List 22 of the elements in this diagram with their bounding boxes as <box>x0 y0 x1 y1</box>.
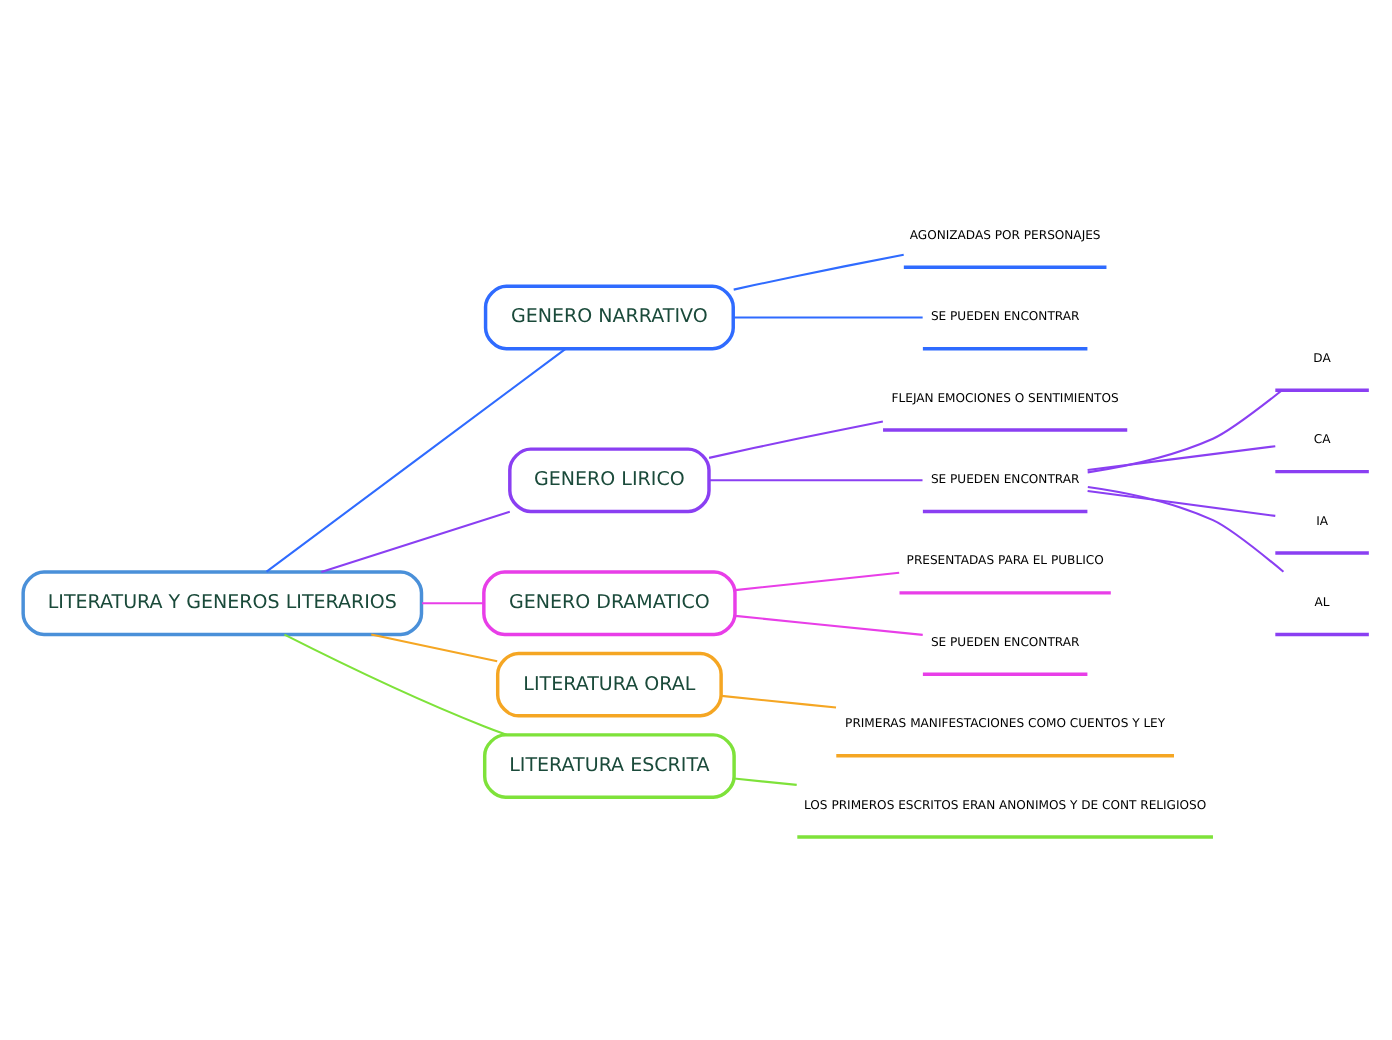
connector <box>1087 388 1283 473</box>
connector <box>321 509 511 573</box>
node-box: GENERO LIRICO <box>508 446 711 513</box>
node-box: LITERATURA ESCRITA <box>482 732 736 798</box>
connector <box>735 613 923 635</box>
connector <box>733 315 923 318</box>
connector <box>1087 485 1285 572</box>
connector <box>735 570 900 591</box>
node-box: GENERO NARRATIVO <box>483 283 735 350</box>
node-box: GENERO DRAMATICO <box>482 569 737 636</box>
connector <box>734 776 797 785</box>
node-box: LITERATURA Y GENEROS LITERARIOS <box>21 569 424 636</box>
connector <box>1087 488 1276 516</box>
connector <box>733 252 904 290</box>
connector <box>265 347 567 572</box>
connector <box>422 601 484 604</box>
connector <box>708 419 884 458</box>
connector <box>709 478 923 481</box>
connector <box>1087 444 1276 471</box>
connector <box>371 632 498 662</box>
connector <box>721 693 837 708</box>
node-box: LITERATURA ORAL <box>495 650 723 717</box>
